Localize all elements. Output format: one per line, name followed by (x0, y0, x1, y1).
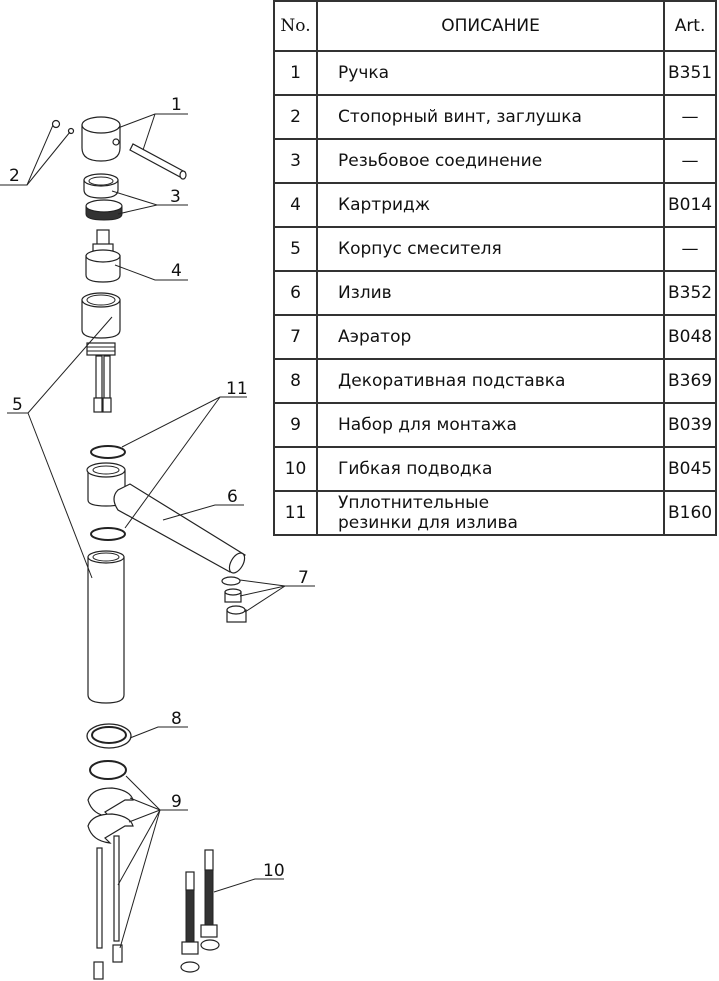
row-description: Набор для монтажа (316, 402, 666, 448)
part-4-cartridge (85, 229, 121, 283)
row-no: 7 (272, 314, 319, 360)
row-description: Излив (316, 270, 666, 316)
row-art: B045 (663, 446, 717, 492)
row-description: Декоративная подставка (316, 358, 666, 404)
row-description: Ручка (316, 50, 666, 96)
row-description: Уплотнительные резинки для излива (316, 490, 666, 536)
part-5-mixer-body (81, 292, 125, 704)
row-art: B039 (663, 402, 717, 448)
part-8-decorative-base (86, 723, 132, 749)
row-no: 4 (272, 182, 319, 228)
row-art: B352 (663, 270, 717, 316)
row-no: 3 (272, 138, 319, 184)
callout-9: 9 (171, 792, 182, 812)
row-description: Резьбовое соединение (316, 138, 666, 184)
callout-3: 3 (170, 187, 181, 207)
row-description: Стопорный винт, заглушка (316, 94, 666, 140)
row-no: 10 (272, 446, 319, 492)
row-art: — (663, 138, 717, 184)
row-art: — (663, 226, 717, 272)
callout-4: 4 (171, 261, 182, 281)
leader-lines (0, 113, 315, 949)
callout-2: 2 (9, 166, 20, 186)
row-no: 1 (272, 50, 319, 96)
row-no: 8 (272, 358, 319, 404)
callout-6: 6 (227, 487, 238, 507)
part-6-spout (86, 462, 246, 574)
part-7-aerator (221, 576, 247, 623)
part-9-mounting-kit (87, 760, 134, 980)
row-description: Корпус смесителя (316, 226, 666, 272)
part-3-threaded-connection (83, 173, 123, 221)
table-header-row: No. ОПИСАНИЕ Art. (272, 0, 717, 52)
callout-1: 1 (171, 95, 182, 115)
row-art: B351 (663, 50, 717, 96)
callout-10: 10 (263, 861, 285, 881)
row-description: Аэратор (316, 314, 666, 360)
row-art: B014 (663, 182, 717, 228)
row-description: Картридж (316, 182, 666, 228)
callout-labels: 1 2 3 4 5 6 7 8 9 10 11 (9, 95, 309, 881)
row-no: 6 (272, 270, 319, 316)
part-1-handle (81, 116, 187, 180)
row-art: — (663, 94, 717, 140)
header-no: No. (272, 0, 319, 52)
part-10-flexible-hoses (180, 849, 220, 973)
part-11-o-rings (90, 445, 126, 541)
row-description: Гибкая подводка (316, 446, 666, 492)
part-2-set-screws (51, 119, 75, 135)
header-description: ОПИСАНИЕ (316, 0, 666, 52)
row-art: B048 (663, 314, 717, 360)
header-art: Art. (663, 0, 717, 52)
callout-5: 5 (12, 395, 23, 415)
row-no: 2 (272, 94, 319, 140)
row-art: B369 (663, 358, 717, 404)
row-no: 11 (272, 490, 319, 536)
row-no: 5 (272, 226, 319, 272)
row-no: 9 (272, 402, 319, 448)
row-art: B160 (663, 490, 717, 536)
callout-7: 7 (298, 568, 309, 588)
callout-11: 11 (226, 379, 248, 399)
callout-8: 8 (171, 709, 182, 729)
